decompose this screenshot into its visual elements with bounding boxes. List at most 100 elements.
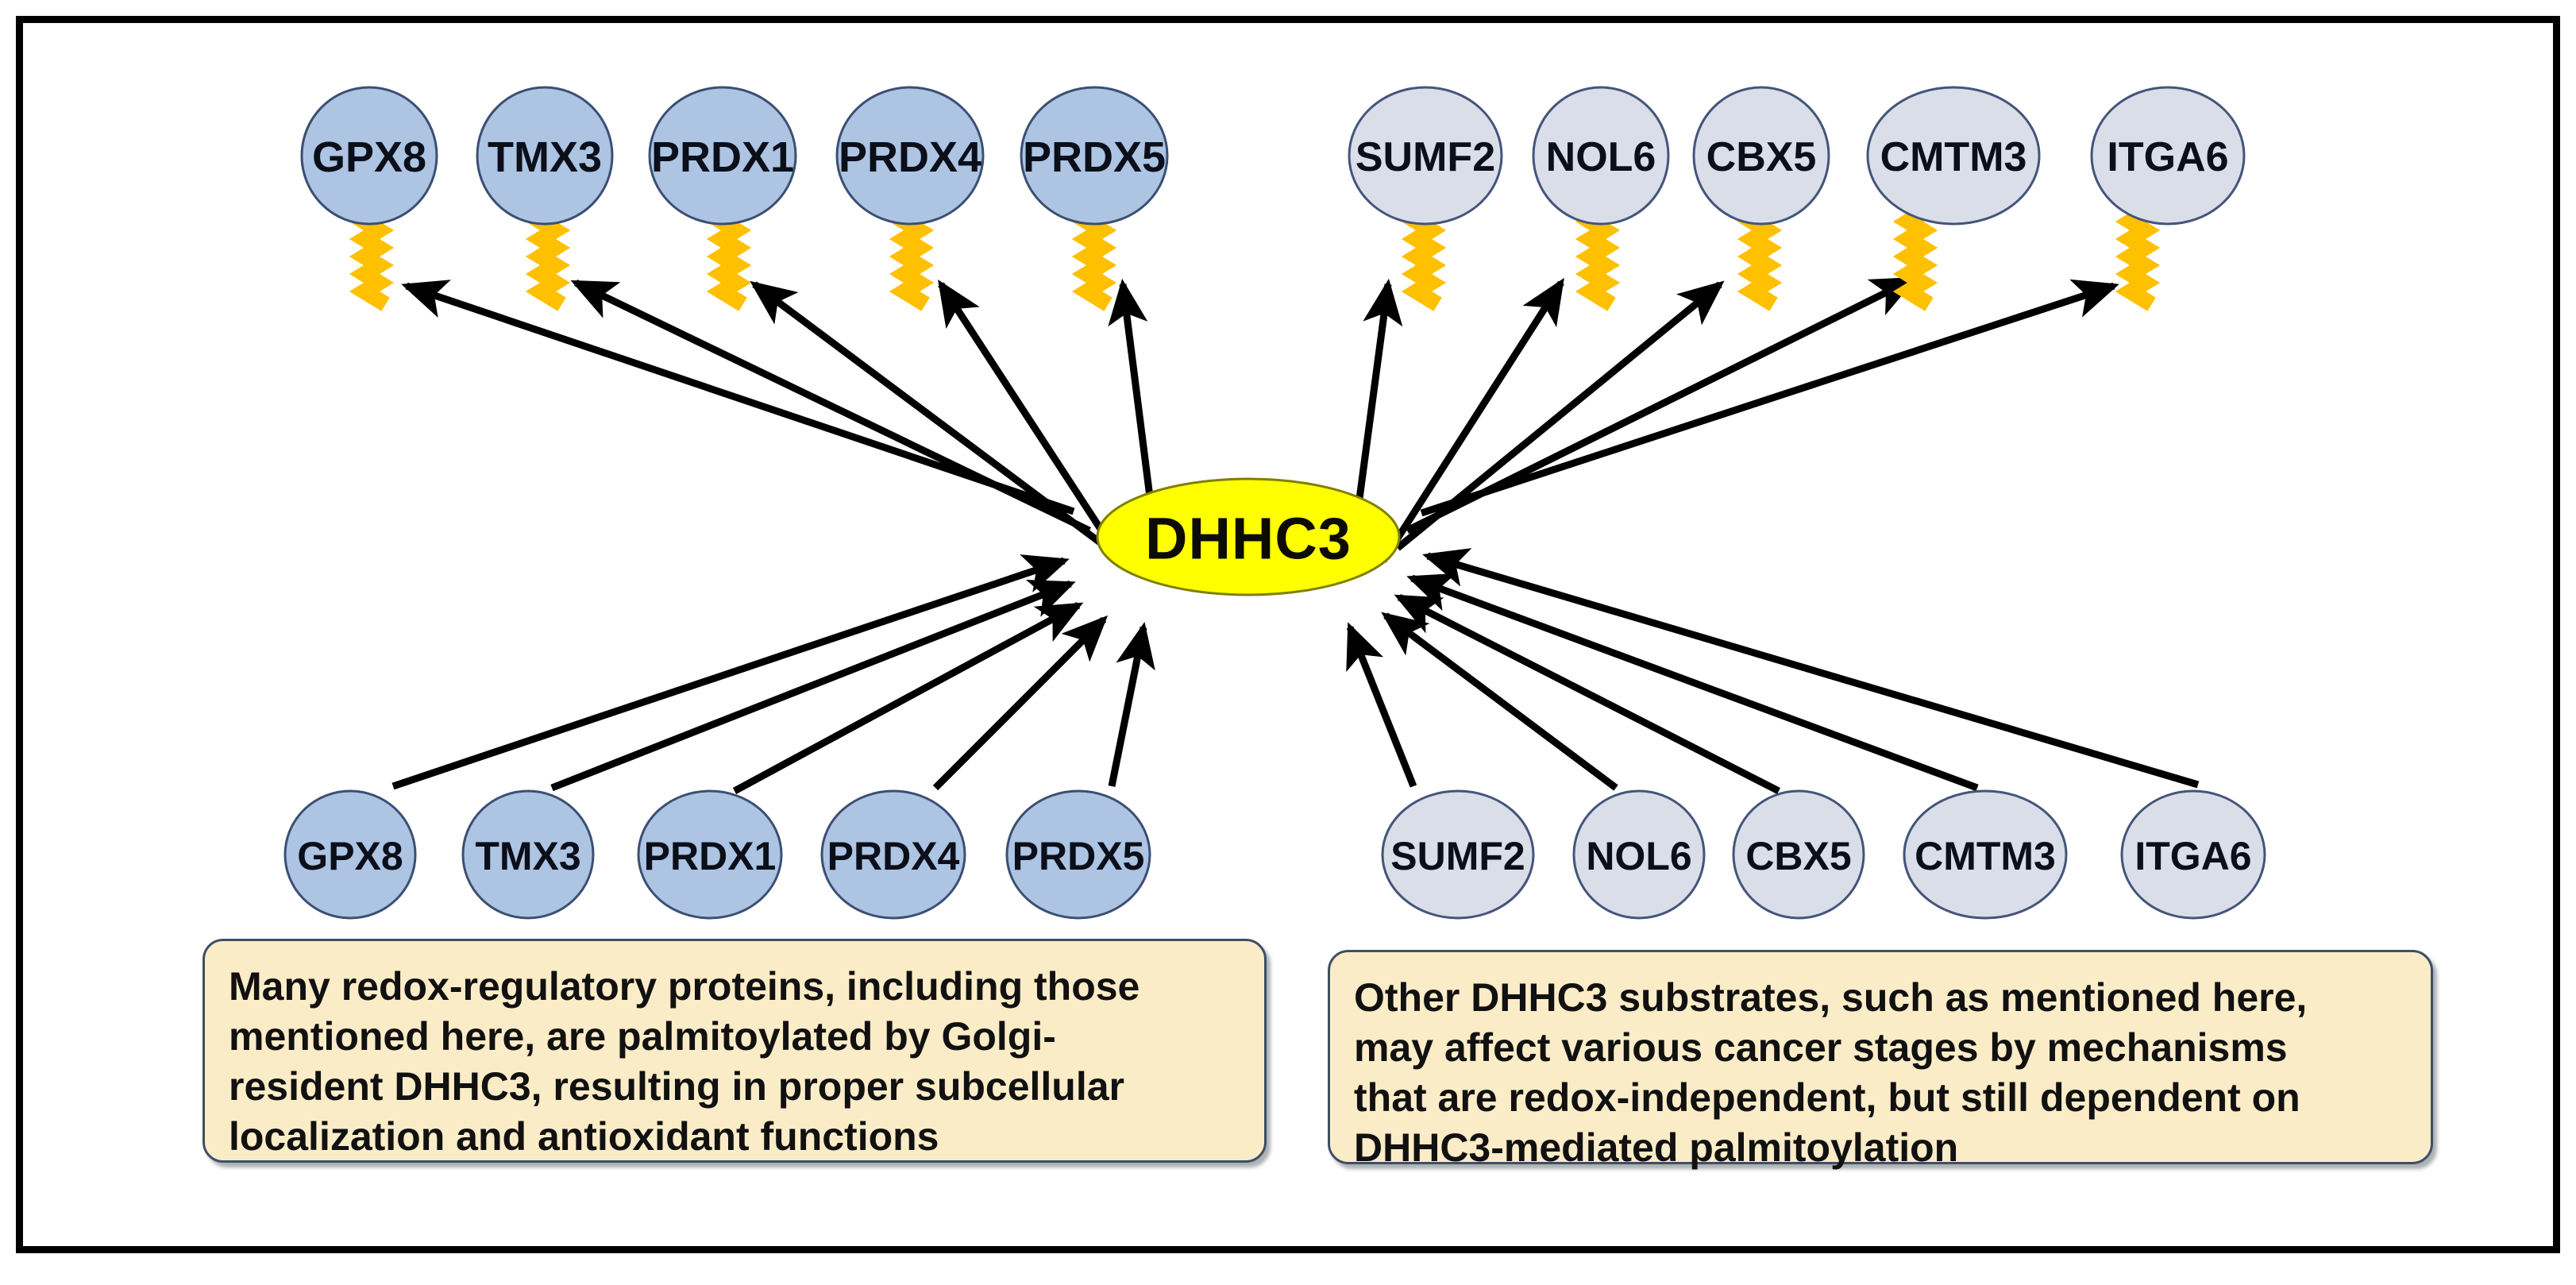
arrow-substrate-to-hub-1	[550, 580, 1076, 792]
node-top-itga6[interactable]: ITGA6	[2090, 86, 2246, 226]
node-bottom-prdx1-label: PRDX1	[644, 834, 777, 878]
node-bottom-prdx4-ellipse	[820, 789, 966, 920]
node-top-prdx5-ellipse	[1020, 86, 1169, 226]
node-bottom-cbx5-label: CBX5	[1745, 834, 1851, 878]
arrow-substrate-to-hub-2	[732, 602, 1084, 794]
node-bottom-nol6-ellipse	[1572, 789, 1706, 920]
palmitoyl-tail-prdx1	[706, 205, 765, 311]
node-top-nol6-label: NOL6	[1546, 134, 1656, 180]
node-top-prdx4-ellipse	[835, 86, 985, 226]
node-top-prdx4-label: PRDX4	[839, 133, 981, 181]
node-bottom-prdx1-ellipse	[637, 789, 783, 920]
node-bottom-prdx5[interactable]: PRDX5	[1005, 789, 1151, 920]
palmitoyl-tail-cmtm3	[1892, 205, 1951, 311]
arrow-substrate-to-hub-4	[1108, 621, 1155, 787]
node-top-itga6-label: ITGA6	[2107, 134, 2228, 180]
node-top-prdx5-label: PRDX5	[1023, 133, 1166, 181]
arrow-substrate-to-hub-8	[1406, 573, 1979, 792]
callout-redox-regulatory-text: Many redox-regulatory proteins, includin…	[229, 962, 1240, 1162]
node-top-nol6-ellipse	[1532, 86, 1670, 226]
arrow-substrate-to-hub-6	[1381, 612, 1618, 791]
node-top-cmtm3-ellipse	[1866, 86, 2041, 226]
node-bottom-cmtm3-label: CMTM3	[1915, 834, 2056, 878]
node-top-gpx8-ellipse	[300, 86, 438, 226]
node-bottom-gpx8-label: GPX8	[297, 834, 403, 878]
node-top-itga6-ellipse	[2090, 86, 2246, 226]
node-bottom-tmx3[interactable]: TMX3	[461, 789, 595, 920]
node-bottom-cmtm3-ellipse	[1903, 789, 2068, 920]
arrow-hub-to-substrate-9	[1420, 279, 2119, 517]
arrow-substrate-to-hub-5	[1346, 622, 1417, 788]
palmitoyl-tail-nol6	[1575, 205, 1633, 311]
node-bottom-gpx8-ellipse	[283, 789, 417, 920]
node-top-prdx4[interactable]: PRDX4	[835, 86, 985, 226]
arrow-substrate-to-hub-0	[391, 554, 1070, 790]
node-top-cmtm3-label: CMTM3	[1880, 134, 2027, 180]
node-bottom-gpx8[interactable]: GPX8	[283, 789, 417, 920]
node-bottom-sumf2-ellipse	[1381, 789, 1535, 920]
node-bottom-prdx5-label: PRDX5	[1012, 834, 1145, 878]
hub-ellipse	[1096, 477, 1401, 596]
node-top-gpx8[interactable]: GPX8	[300, 86, 438, 226]
redox-callout-line-0: Many redox-regulatory proteins, includin…	[229, 964, 1140, 1009]
node-top-sumf2-label: SUMF2	[1355, 134, 1495, 180]
node-top-prdx1-label: PRDX1	[651, 133, 794, 181]
arrow-substrate-to-hub-7	[1394, 593, 1781, 795]
node-bottom-itga6[interactable]: ITGA6	[2120, 789, 2266, 920]
hub-node-dhhc3[interactable]: DHHC3	[1096, 477, 1401, 596]
node-bottom-itga6-label: ITGA6	[2134, 834, 2251, 878]
node-bottom-sumf2[interactable]: SUMF2	[1381, 789, 1535, 920]
hub-label: DHHC3	[1145, 506, 1352, 572]
palmitoyl-tail-gpx8	[349, 205, 407, 311]
palmitoyl-tail-tmx3	[525, 205, 584, 311]
node-bottom-tmx3-ellipse	[461, 789, 595, 920]
node-top-cmtm3[interactable]: CMTM3	[1866, 86, 2041, 226]
callout-other-substrates-text: Other DHHC3 substrates, such as mentione…	[1354, 973, 2407, 1173]
node-bottom-cmtm3[interactable]: CMTM3	[1903, 789, 2068, 920]
node-top-cbx5[interactable]: CBX5	[1692, 86, 1830, 226]
node-bottom-nol6[interactable]: NOL6	[1572, 789, 1706, 920]
arrow-hub-to-substrate-1	[570, 279, 1091, 534]
node-top-sumf2-ellipse	[1348, 86, 1503, 226]
node-bottom-sumf2-label: SUMF2	[1390, 834, 1525, 878]
node-bottom-cbx5[interactable]: CBX5	[1732, 789, 1865, 920]
other-callout-line-1: may affect various cancer stages by mech…	[1354, 1025, 2288, 1070]
arrow-group-substrates-to-hub	[391, 548, 2200, 795]
palmitoyl-tail-itga6	[2115, 205, 2173, 311]
node-top-prdx1[interactable]: PRDX1	[648, 86, 797, 226]
palmitoyl-tail-sumf2	[1401, 205, 1460, 311]
node-top-nol6[interactable]: NOL6	[1532, 86, 1670, 226]
node-bottom-prdx5-ellipse	[1005, 789, 1151, 920]
node-bottom-prdx1[interactable]: PRDX1	[637, 789, 783, 920]
palmitoyl-tail-prdx5	[1071, 205, 1130, 311]
node-top-tmx3[interactable]: TMX3	[476, 86, 614, 226]
node-top-tmx3-label: TMX3	[488, 133, 602, 181]
node-top-gpx8-label: GPX8	[312, 133, 426, 181]
arrow-substrate-to-hub-9	[1422, 548, 2200, 789]
node-top-sumf2[interactable]: SUMF2	[1348, 86, 1503, 226]
node-top-cbx5-label: CBX5	[1706, 134, 1817, 180]
redox-callout-line-2: resident DHHC3, resulting in proper subc…	[229, 1064, 1125, 1109]
node-top-tmx3-ellipse	[476, 86, 614, 226]
node-top-prdx1-ellipse	[648, 86, 797, 226]
node-bottom-tmx3-label: TMX3	[475, 834, 580, 878]
node-top-prdx5[interactable]: PRDX5	[1020, 86, 1169, 226]
palmitoyl-tail-prdx4	[889, 205, 947, 311]
callout-other-substrates: Other DHHC3 substrates, such as mentione…	[1328, 950, 2433, 1170]
palmitoyl-tail-cbx5	[1737, 205, 1795, 311]
node-bottom-itga6-ellipse	[2120, 789, 2266, 920]
node-top-cbx5-ellipse	[1692, 86, 1830, 226]
redox-callout-line-3: localization and antioxidant functions	[229, 1114, 939, 1159]
redox-callout-line-1: mentioned here, are palmitoylated by Gol…	[229, 1014, 1056, 1059]
node-bottom-cbx5-ellipse	[1732, 789, 1865, 920]
node-bottom-prdx4[interactable]: PRDX4	[820, 789, 966, 920]
arrow-hub-to-substrate-2	[750, 280, 1108, 550]
other-callout-line-0: Other DHHC3 substrates, such as mentione…	[1354, 975, 2308, 1020]
palmitoyl-tail-group	[349, 205, 2173, 311]
node-bottom-nol6-label: NOL6	[1586, 834, 1691, 878]
arrow-hub-to-substrate-3	[938, 279, 1124, 563]
callout-redox-regulatory: Many redox-regulatory proteins, includin…	[202, 939, 1267, 1163]
